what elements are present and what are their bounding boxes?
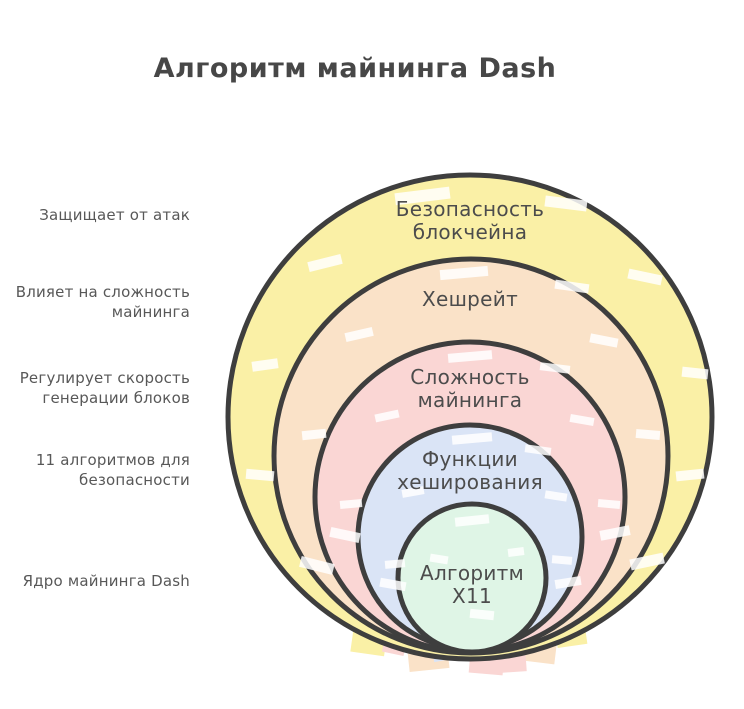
ring-label-hash-functions: Функции хеширования: [397, 447, 543, 494]
marker-highlights: [245, 186, 709, 621]
ring-label-blockchain-security: Безопасность блокчейна: [395, 197, 545, 244]
circle-x11-algorithm: [395, 501, 549, 655]
ring-label-mining-difficulty: Сложность майнинга: [410, 365, 530, 412]
annotation-dash-mining-core: Ядро майнинга Dash: [22, 572, 190, 590]
annotation-affects-mining-difficulty: Влияет на сложность майнинга: [15, 283, 190, 321]
diagram-title: Алгоритм майнинга Dash: [153, 53, 557, 84]
annotation-protects-from-attacks: Защищает от атак: [39, 206, 190, 224]
ring-label-x11-algorithm: Алгоритм X11: [419, 561, 525, 608]
ring-label-hashrate: Хешрейт: [421, 287, 519, 311]
annotation-11-algorithms-security: 11 алгоритмов для безопасности: [35, 451, 190, 489]
annotation-regulates-block-generation: Регулирует скорость генерации блоков: [19, 369, 190, 407]
